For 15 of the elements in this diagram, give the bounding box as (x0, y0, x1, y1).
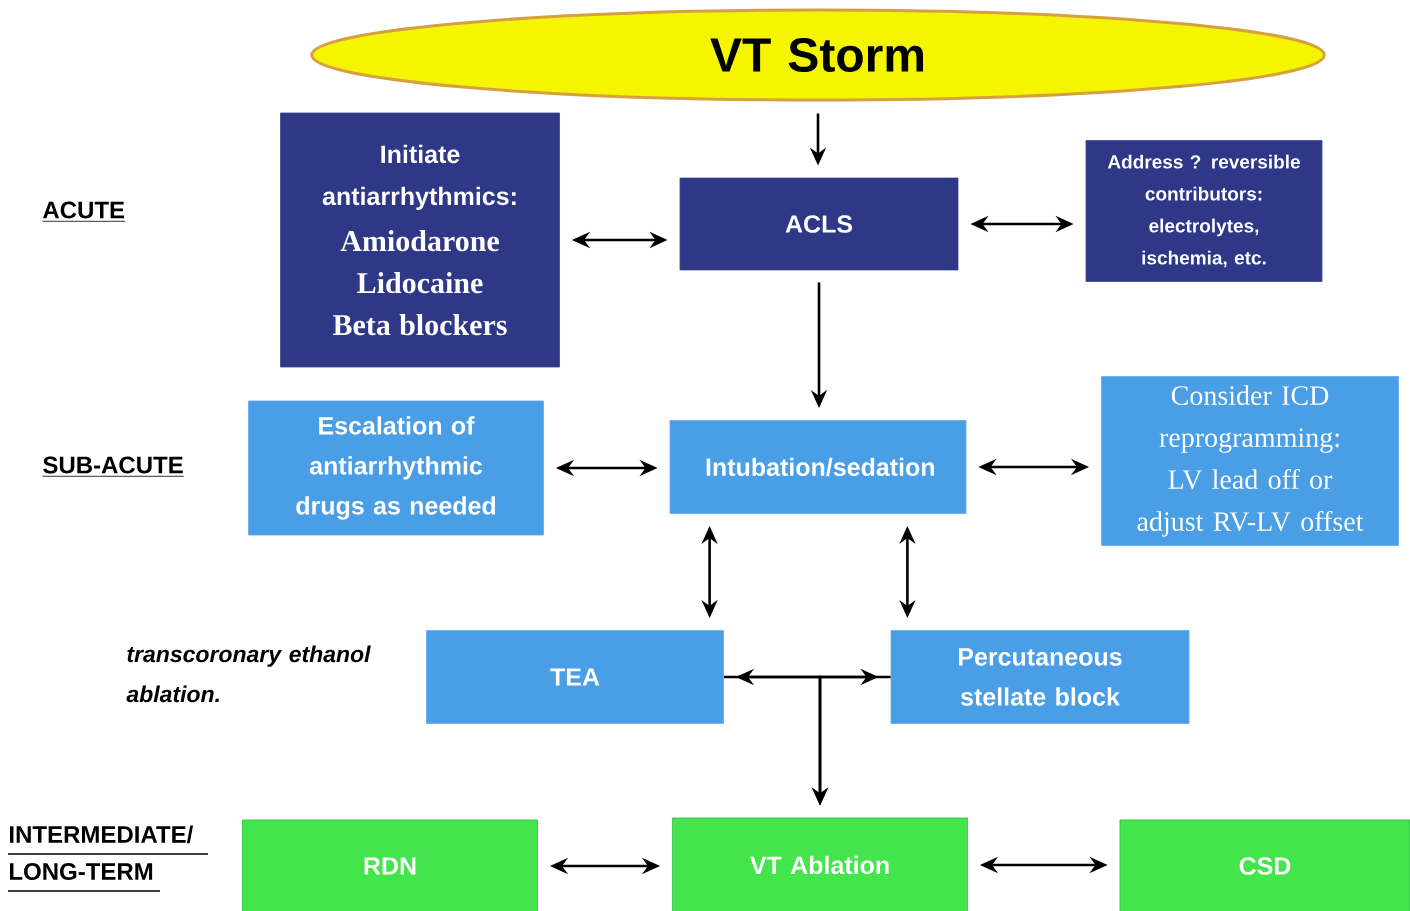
process-box: Consider ICD reprogramming: LV lead off or adjust RV-LV offset (1101, 376, 1399, 546)
process-box: CSD (1119, 819, 1410, 911)
process-box: VT Ablation (672, 817, 968, 911)
process-box: RDN (242, 819, 538, 911)
phase-label: INTERMEDIATE/ LONG-TERM (7, 825, 209, 892)
phase-label: ACUTE (42, 201, 126, 222)
phase-label: SUB-ACUTE (42, 456, 185, 477)
process-box: Percutaneous stellate block (890, 630, 1190, 724)
note-label: transcoronary ethanol ablation. (126, 645, 371, 703)
process-box: Escalation of antiarrhythmic drugs as needed (248, 400, 544, 536)
process-box: Initiate antiarrhythmics: Amiodarone Lidocaine Beta blockers (280, 112, 560, 368)
process-box: ACLS (679, 177, 959, 271)
process-box: Address ? reversible contributors: electrolytes, ischemia, etc. (1085, 140, 1323, 282)
process-box: Intubation/sedation (669, 420, 967, 514)
process-box: TEA (426, 630, 724, 724)
